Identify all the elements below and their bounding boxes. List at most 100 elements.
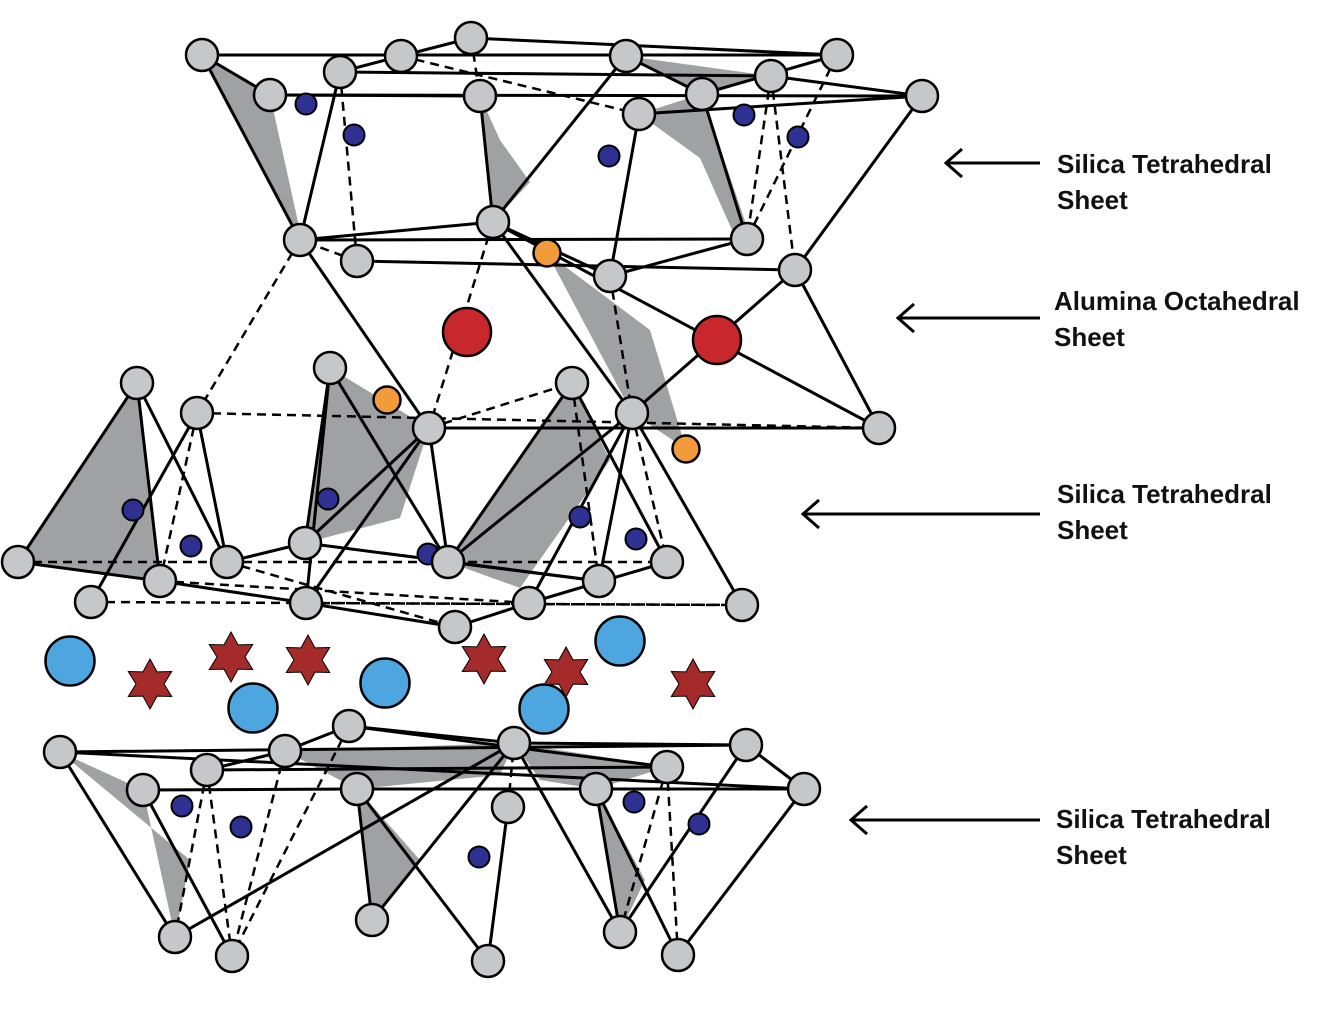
hidden-bond-edge bbox=[630, 412, 669, 563]
arrows-layer bbox=[800, 147, 1040, 836]
left-arrow-icon bbox=[848, 804, 1040, 836]
bond-edge bbox=[470, 36, 838, 57]
hidden-bond-edge bbox=[230, 750, 287, 957]
bond-edge bbox=[16, 382, 139, 563]
hidden-bond-edge bbox=[769, 75, 797, 271]
hydroxyl-group bbox=[372, 385, 402, 415]
oxygen-atom bbox=[660, 937, 696, 973]
bond-edge bbox=[370, 742, 516, 921]
oxygen-atom bbox=[621, 96, 657, 132]
oxygen-atom bbox=[214, 938, 250, 974]
silicon-atom bbox=[179, 534, 203, 558]
oxygen-atom bbox=[728, 727, 764, 763]
interlayer-cation bbox=[227, 682, 279, 734]
interlayer-cation bbox=[518, 683, 570, 735]
oxygen-atom bbox=[189, 752, 225, 788]
oxygen-atom bbox=[904, 78, 940, 114]
silicon-atom bbox=[732, 103, 756, 127]
tetrahedron-face bbox=[18, 383, 160, 580]
oxygen-atom bbox=[554, 365, 590, 401]
oxygen-atom bbox=[125, 772, 161, 808]
label-upper-silica-sheet: Silica Tetrahedral Sheet bbox=[1057, 146, 1272, 218]
bond-edge bbox=[298, 239, 431, 429]
hidden-bond-edge bbox=[665, 766, 680, 956]
left-arrow-icon bbox=[800, 498, 1040, 530]
bond-edge bbox=[58, 751, 177, 938]
interlayer-cation bbox=[594, 615, 646, 667]
label-line-2: Sheet bbox=[1054, 322, 1125, 352]
oxygen-atom bbox=[184, 37, 220, 73]
silicon-atom bbox=[687, 812, 711, 836]
oxygen-atom bbox=[614, 395, 650, 431]
hidden-bond-edge bbox=[428, 381, 573, 430]
hidden-bond-edge bbox=[226, 560, 456, 629]
oxygen-atom bbox=[511, 585, 547, 621]
bond-edge bbox=[17, 560, 161, 583]
silicon-atom bbox=[597, 144, 621, 168]
water-molecule-star bbox=[127, 657, 173, 711]
oxygen-atom bbox=[354, 902, 390, 938]
silicon-atom bbox=[229, 815, 253, 839]
label-line-2: Sheet bbox=[1057, 515, 1128, 545]
left-arrow-icon bbox=[943, 147, 1040, 179]
oxygen-atom bbox=[179, 395, 215, 431]
bond-edge bbox=[676, 788, 806, 956]
hidden-bond-edge bbox=[195, 412, 229, 563]
water-molecule-star bbox=[543, 645, 589, 699]
oxygen-atom bbox=[724, 587, 760, 623]
bond-edge bbox=[608, 113, 641, 277]
oxygen-atom bbox=[157, 919, 193, 955]
water-molecule-star bbox=[670, 657, 716, 711]
label-line-2: Sheet bbox=[1057, 185, 1128, 215]
hidden-bond-edge bbox=[618, 766, 669, 933]
oxygen-atom bbox=[602, 914, 638, 950]
bond-edge bbox=[304, 367, 332, 604]
water-molecule-star bbox=[208, 630, 254, 684]
bond-edge bbox=[200, 54, 302, 241]
oxygen-atom bbox=[42, 734, 78, 770]
bond-edge bbox=[206, 765, 668, 772]
oxygen-atom bbox=[684, 76, 720, 112]
water-molecule-star bbox=[461, 632, 507, 686]
bond-edge bbox=[770, 74, 923, 98]
tetrahedron-face bbox=[60, 752, 190, 937]
oxygen-atom bbox=[608, 38, 644, 74]
bond-edge bbox=[59, 750, 805, 791]
tetrahedron-faces bbox=[18, 55, 771, 937]
hydroxyl-group bbox=[532, 238, 562, 268]
bond-edge bbox=[339, 70, 772, 78]
silicon-atom bbox=[624, 527, 648, 551]
silicon-atom bbox=[622, 790, 646, 814]
bond-edge bbox=[594, 788, 622, 933]
silicon-atom bbox=[121, 498, 145, 522]
oxygen-atom bbox=[430, 544, 466, 580]
label-line-1: Silica Tetrahedral bbox=[1057, 149, 1272, 179]
silicon-atom bbox=[294, 92, 318, 116]
silicon-atom bbox=[786, 125, 810, 149]
bond-edge bbox=[618, 744, 748, 933]
bond-edge bbox=[304, 427, 431, 604]
bond-edge bbox=[303, 426, 431, 545]
label-lower-silica-sheet: Silica Tetrahedral Sheet bbox=[1056, 801, 1271, 873]
hidden-bond-edge bbox=[745, 75, 773, 240]
label-line-2: Sheet bbox=[1056, 840, 1127, 870]
oxygen-atom bbox=[475, 204, 511, 240]
bond-edge bbox=[159, 579, 307, 605]
bond-edge bbox=[447, 560, 600, 583]
bond-edge bbox=[355, 788, 490, 962]
oxygen-atom bbox=[462, 78, 498, 114]
arrow-head bbox=[943, 147, 963, 179]
hidden-bond-edge bbox=[159, 579, 530, 605]
hidden-bond-edge bbox=[230, 725, 351, 957]
silicon-atom bbox=[568, 505, 592, 529]
hidden-bond-edge bbox=[173, 769, 209, 938]
oxygen-atom bbox=[322, 54, 358, 90]
bond-edge bbox=[486, 806, 510, 962]
bond-edge bbox=[700, 93, 749, 240]
bond-edge bbox=[512, 742, 622, 933]
bond-edge bbox=[174, 741, 515, 939]
oxygen-atom bbox=[142, 563, 178, 599]
oxygen-atom bbox=[581, 563, 617, 599]
hidden-bond-edge bbox=[205, 769, 234, 957]
bond-edge bbox=[638, 94, 923, 116]
